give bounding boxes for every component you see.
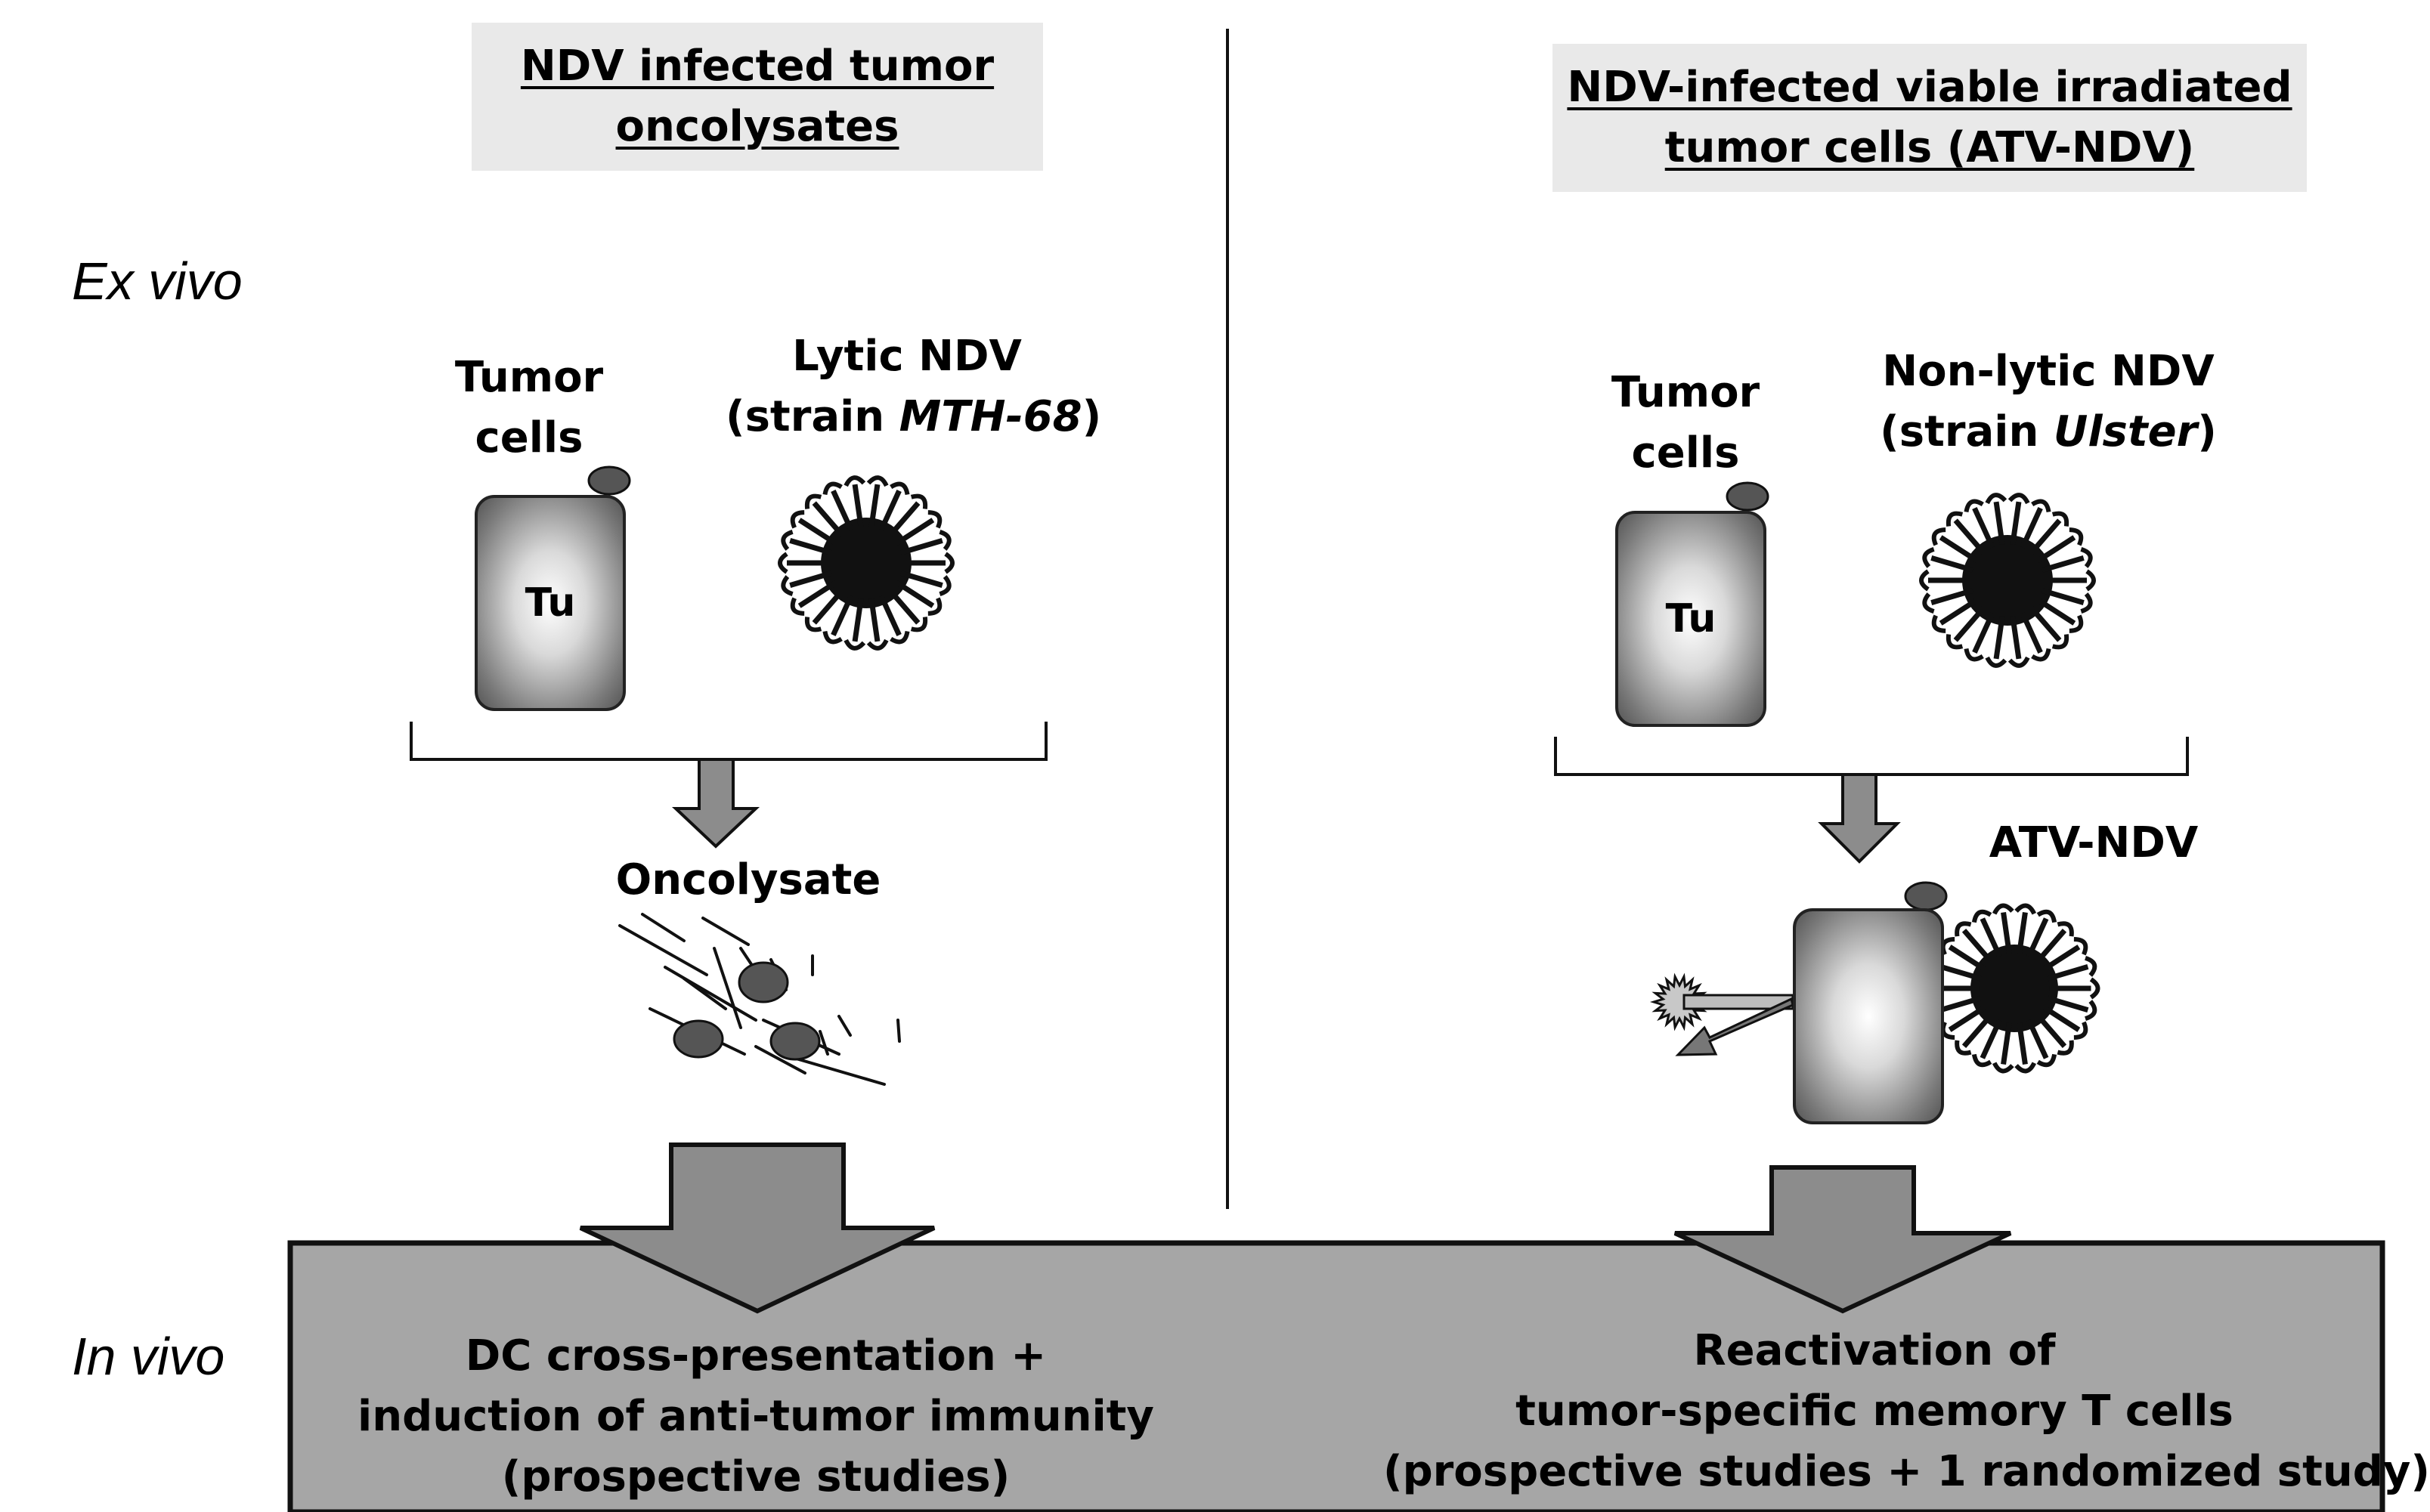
left-header-line2: oncolysates [615,102,899,151]
in-vivo-band [287,1240,2385,1512]
right-header-line1: NDV-infected viable irradiated [1567,63,2292,112]
left-virus-line2: (strain MTH-68) [726,387,1101,447]
ex-vivo-label: Ex vivo [72,252,243,311]
left-header-line1: NDV infected tumor [520,42,995,91]
right-outcome-line1: Reactivation of [1693,1326,2056,1375]
left-virus-prefix: (strain [726,392,899,441]
oncolysate-label: Oncolysate [615,855,881,904]
left-outcome-line3: (prospective studies) [501,1452,1011,1501]
right-outcome-line3: (prospective studies + 1 randomized stud… [1383,1447,2430,1496]
right-virus-label: Non-lytic NDV (strain Ulster) [1867,342,2230,462]
right-virus-prefix: (strain [1880,407,2054,456]
right-tumor-cell: Tu [1615,511,1766,727]
left-outcome-line1: DC cross-presentation + [465,1331,1047,1381]
left-cell-marker [587,465,631,496]
right-cell-marker [1726,481,1769,512]
left-outcome: DC cross-presentation + induction of ant… [333,1326,1179,1507]
atv-cell-marker [1904,881,1948,911]
atv-presentation-arrow [1649,972,1794,1056]
left-virus-icon [778,475,955,651]
atv-ndv-label: ATV-NDV [1989,818,2199,867]
right-virus-line1: Non-lytic NDV [1882,347,2215,396]
left-small-arrow [671,758,760,849]
right-virus-line2: (strain Ulster) [1867,402,2230,462]
in-vivo-label: In vivo [72,1327,225,1386]
right-outcome: Reactivation of tumor-specific memory T … [1383,1321,2430,1502]
right-tumor-line1: Tumor [1611,368,1760,417]
right-header: NDV-infected viable irradiated tumor cel… [1552,44,2307,192]
right-small-arrow [1818,773,1901,864]
left-virus-line1: Lytic NDV [792,332,1022,381]
right-header-line2: tumor cells (ATV-NDV) [1664,123,2195,172]
left-virus-label: Lytic NDV (strain MTH-68) [726,326,1101,447]
right-tumor-label: Tumor cells [1580,363,1791,484]
left-tumor-cell: Tu [475,495,626,711]
atv-ndv-cell [1793,908,1944,1124]
left-tumor-line1: Tumor [454,353,604,402]
right-virus-icon [1919,493,2096,668]
left-virus-strain: MTH-68 [899,392,1082,441]
right-large-arrow [1673,1165,2012,1314]
left-outcome-line2: induction of anti-tumor immunity [358,1392,1154,1441]
right-virus-suffix: ) [2197,407,2217,456]
left-cell-label: Tu [525,580,576,626]
left-tumor-line2: cells [475,413,584,462]
right-bracket [1554,737,2189,776]
left-virus-suffix: ) [1082,392,1102,441]
oncolysate-fragments [673,961,821,1061]
left-header: NDV infected tumor oncolysates [472,23,1043,171]
left-bracket [410,722,1048,761]
right-outcome-line2: tumor-specific memory T cells [1515,1387,2233,1436]
right-cell-label: Tu [1665,596,1716,642]
right-virus-strain: Ulster [2053,407,2198,456]
starburst-icon [1649,972,1710,1031]
right-tumor-line2: cells [1631,428,1740,478]
left-tumor-label: Tumor cells [423,348,635,468]
left-large-arrow [579,1143,936,1314]
atv-virus-icon [1928,903,2100,1074]
